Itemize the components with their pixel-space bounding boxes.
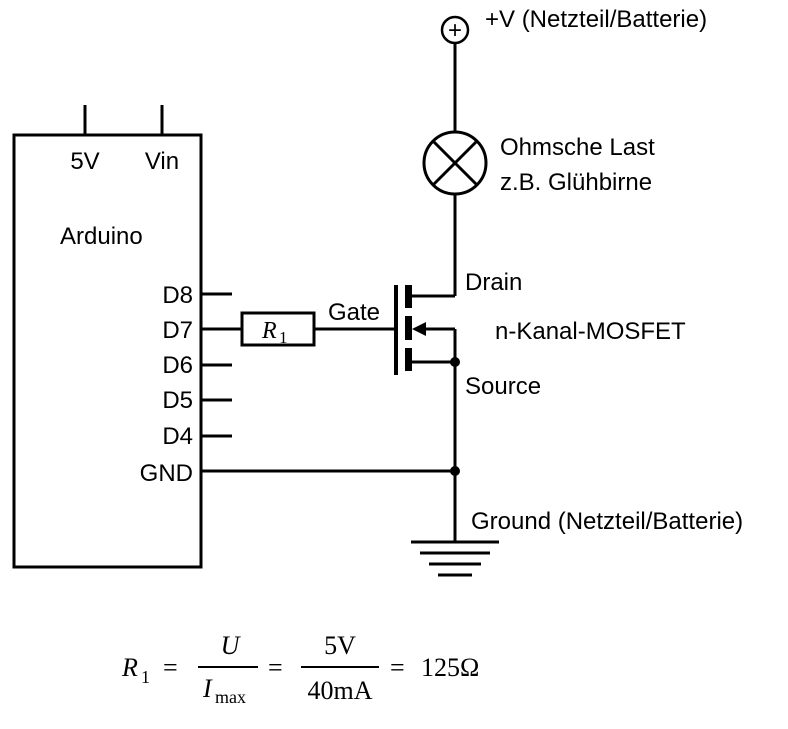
pin-d8-label: D8 xyxy=(162,282,193,309)
mosfet-channel-mid xyxy=(405,316,412,340)
supply-plus-icon: + xyxy=(448,17,462,44)
formula-frac1-num: U xyxy=(221,631,242,660)
mosfet-type-label: n-Kanal-MOSFET xyxy=(495,318,686,345)
formula: R 1 = U I max = 5V 40mA = 125Ω xyxy=(121,631,479,707)
gate-label: Gate xyxy=(328,299,380,326)
source-label: Source xyxy=(465,373,541,400)
formula-equals-2: = xyxy=(268,653,283,682)
formula-frac1-den-sub: max xyxy=(215,687,246,707)
pin-d6-label: D6 xyxy=(162,352,193,379)
pin-5v-label: 5V xyxy=(70,148,99,175)
mosfet-channel-top xyxy=(405,285,412,308)
drain-label: Drain xyxy=(465,269,522,296)
pin-vin-label: Vin xyxy=(145,148,179,175)
formula-frac2-num: 5V xyxy=(324,631,356,660)
supply-label: +V (Netzteil/Batterie) xyxy=(485,6,707,33)
junction-gnd xyxy=(450,466,460,476)
pin-d7-label: D7 xyxy=(162,317,193,344)
junction-source xyxy=(450,357,460,367)
formula-lhs-sub: 1 xyxy=(141,667,150,687)
formula-frac1-den-symbol: I xyxy=(202,674,213,703)
resistor-label: R xyxy=(261,318,277,344)
mosfet-channel-bot xyxy=(405,348,412,371)
load-label-line2: z.B. Glühbirne xyxy=(500,169,652,196)
pin-d5-label: D5 xyxy=(162,387,193,414)
pin-gnd-label: GND xyxy=(140,460,193,487)
load-label-line1: Ohmsche Last xyxy=(500,134,655,161)
formula-lhs-symbol: R xyxy=(121,653,138,682)
arduino-board xyxy=(12,133,203,569)
arduino-title: Arduino xyxy=(60,223,143,250)
formula-frac2-den: 40mA xyxy=(308,676,373,705)
lamp-cross-b xyxy=(431,139,479,187)
mosfet-arrow xyxy=(412,322,426,336)
formula-result: 125Ω xyxy=(421,653,479,682)
resistor-subscript: 1 xyxy=(279,328,288,347)
formula-equals-1: = xyxy=(163,653,178,682)
formula-equals-3: = xyxy=(390,653,405,682)
ground-label: Ground (Netzteil/Batterie) xyxy=(471,508,743,535)
resistor-r1 xyxy=(240,311,316,347)
pin-d4-label: D4 xyxy=(162,423,193,450)
